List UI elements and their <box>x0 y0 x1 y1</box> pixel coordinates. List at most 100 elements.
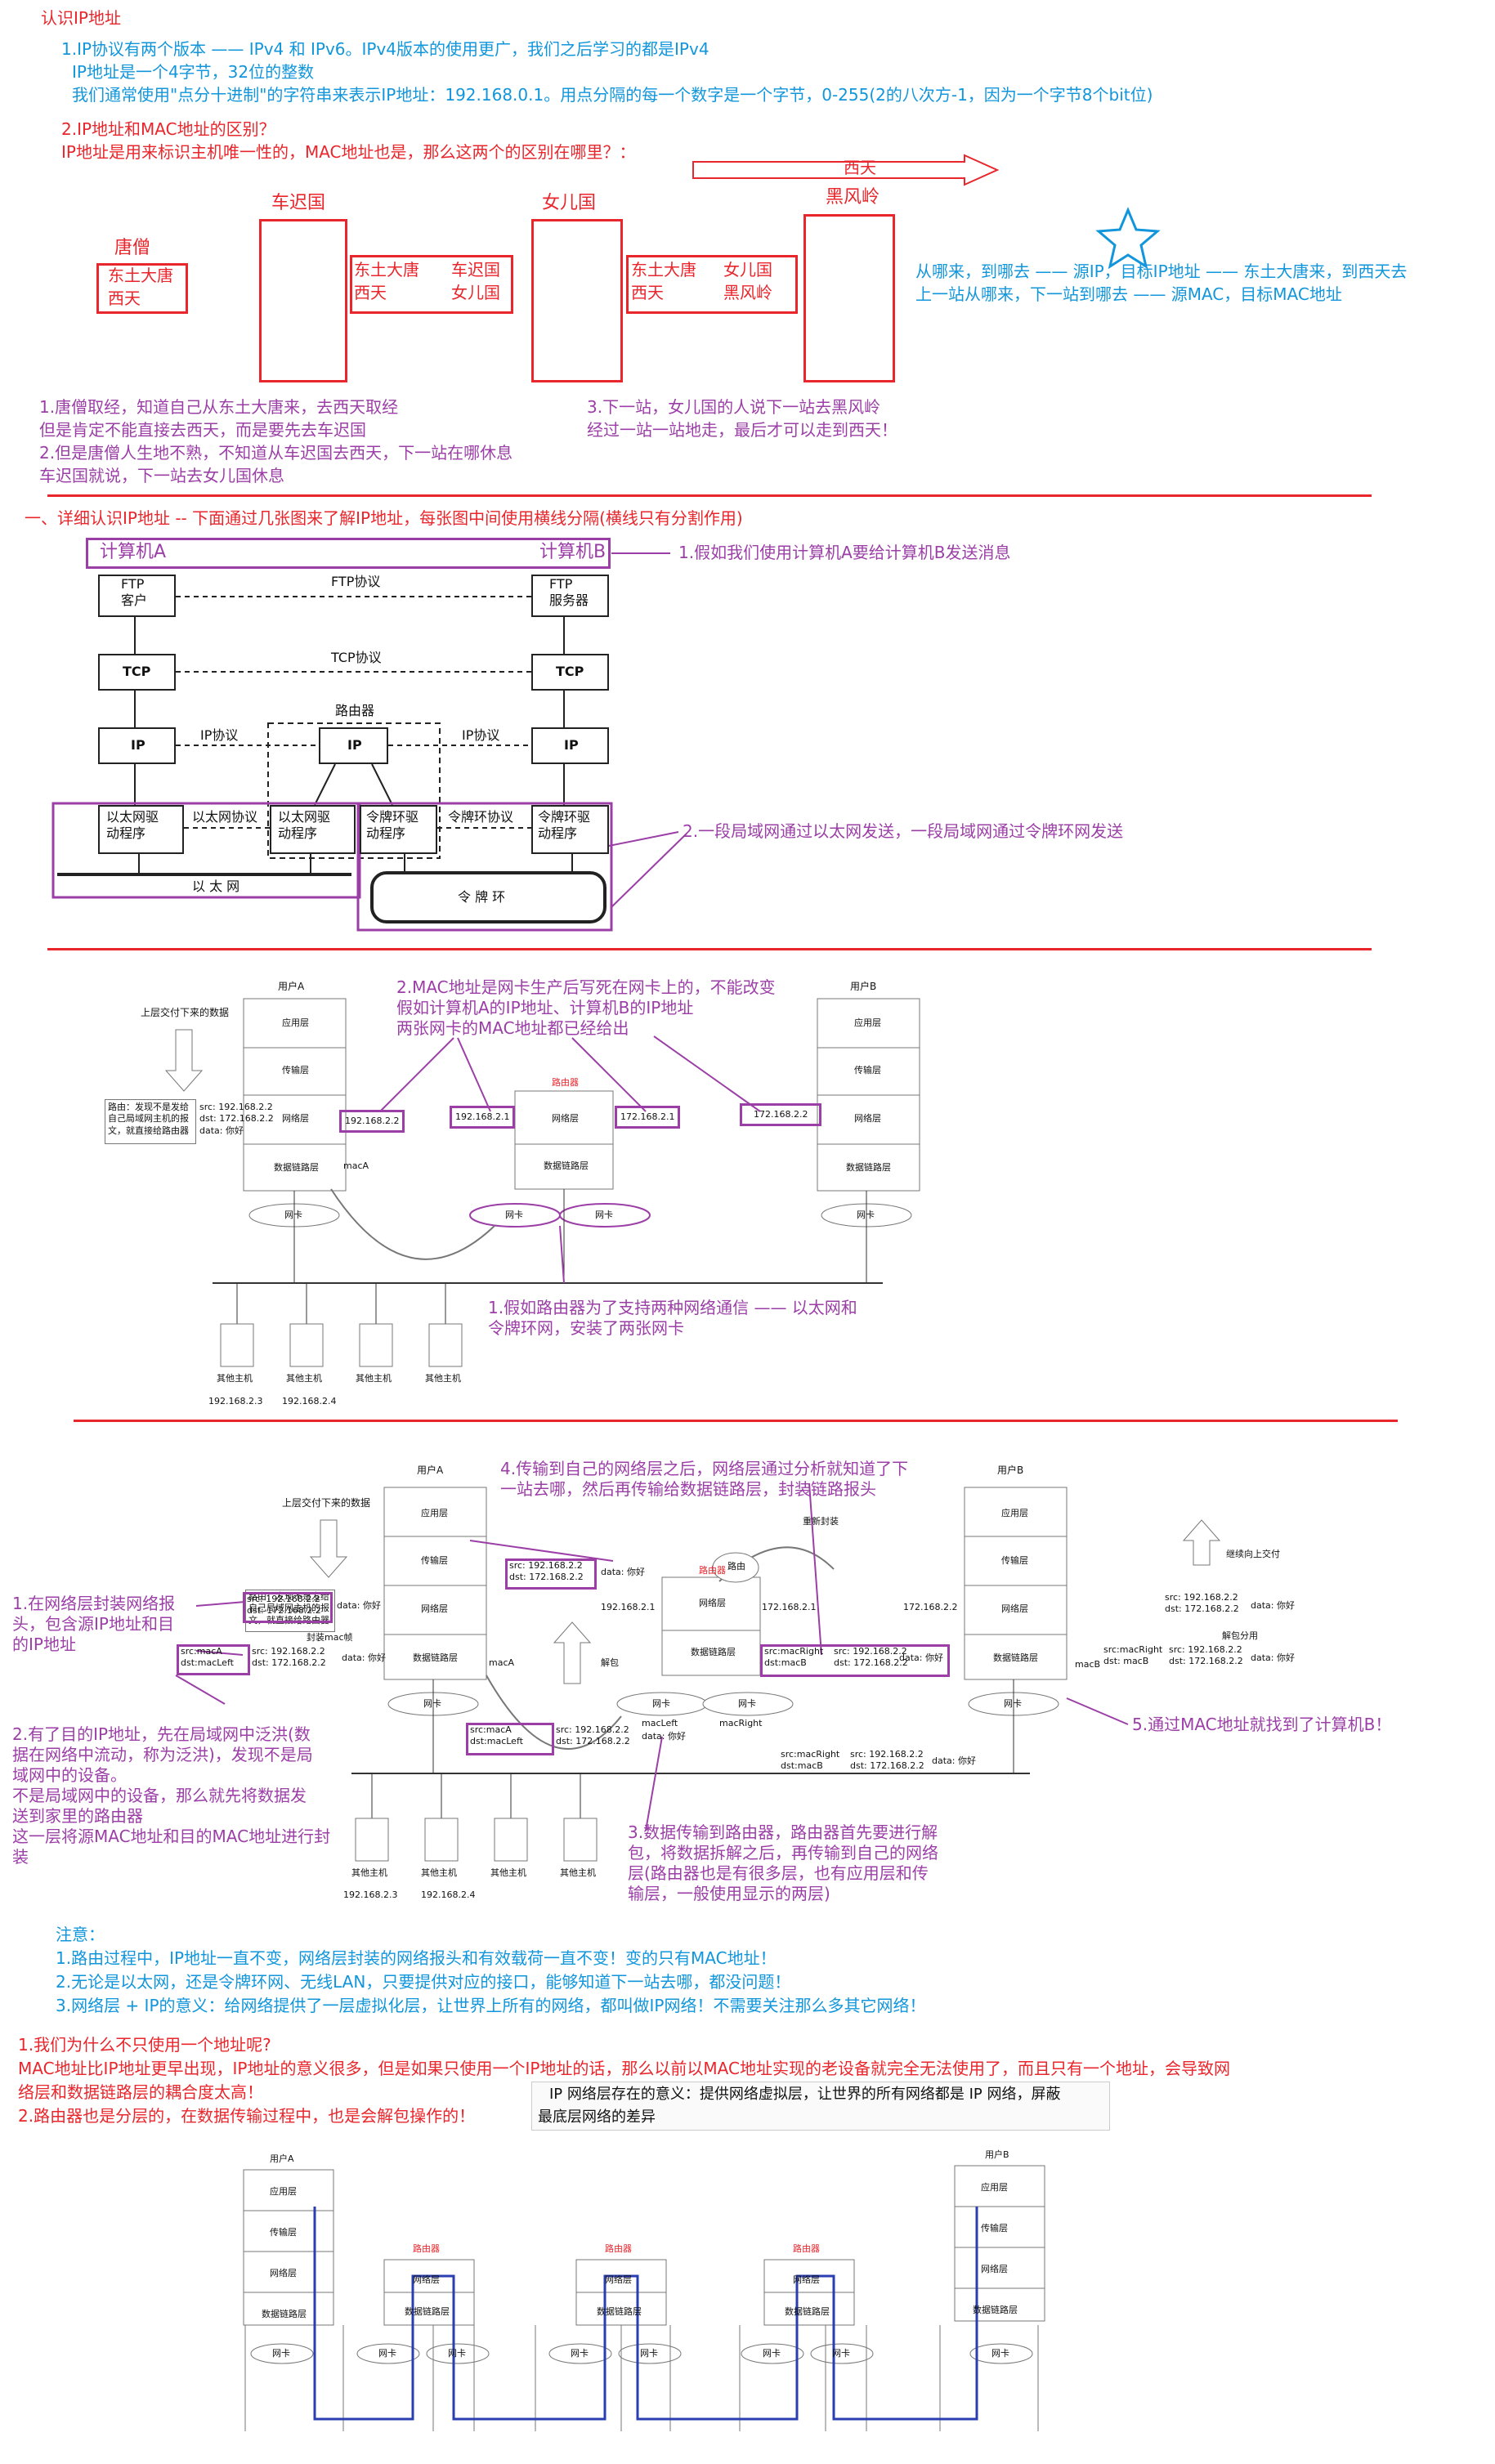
nic: 网卡 <box>1004 1698 1022 1709</box>
host: 其他主机 <box>356 1373 392 1384</box>
unpack: 解包 <box>601 1657 619 1668</box>
note-step-3: 3.数据传输到路由器，路由器首先要进行解 包，将数据拆解之后，再传输到自己的网络… <box>628 1822 938 1903</box>
user-b: 用户B <box>850 981 877 992</box>
user-a: 用户A <box>270 2153 294 2164</box>
ip-a: 192.168.2.2 <box>345 1116 400 1126</box>
ip-r1: 192.168.2.1 <box>601 1602 656 1612</box>
host: 其他主机 <box>490 1867 526 1878</box>
layer-link: 数据链路层 <box>405 2306 450 2317</box>
ftp-client: FTP 客户 <box>121 576 148 608</box>
k2-cell: 黑风岭 <box>723 283 772 302</box>
user-a: 用户A <box>278 981 305 992</box>
pc-b-label: 计算机B <box>539 542 607 562</box>
layer-app: 应用层 <box>854 1017 881 1028</box>
ip-header: src: 192.168.2.2 dst: 172.168.2.2 <box>509 1560 584 1583</box>
ip-header: src: 192.168.2.2 dst: 172.168.2.2 <box>834 1646 908 1669</box>
ftp-server-box <box>531 575 609 617</box>
user-a: 用户A <box>417 1465 444 1476</box>
router-label: 路由器 <box>413 2243 440 2254</box>
router-label: 路由器 <box>605 2243 632 2254</box>
upper-data: 上层交付下来的数据 <box>141 1007 230 1018</box>
layer-link: 数据链路层 <box>691 1647 736 1657</box>
kingdom-2-table <box>626 255 798 314</box>
nic: 网卡 <box>640 2348 658 2359</box>
layer-net: 网络层 <box>1001 1603 1028 1614</box>
layer-link: 数据链路层 <box>597 2306 642 2317</box>
note-send: 1.假如我们使用计算机A要给计算机B发送消息 <box>678 543 1011 562</box>
mac-b: macB <box>1075 1659 1101 1670</box>
ip-proto-left: IP协议 <box>200 727 239 743</box>
intro-line-2: IP地址是一个4字节，32位的整数 <box>72 62 315 82</box>
nic: 网卡 <box>763 2348 781 2359</box>
ip-router: IP <box>347 737 362 753</box>
user-b: 用户B <box>997 1465 1024 1476</box>
ip-a-box <box>98 727 176 764</box>
layer-trans: 传输层 <box>1001 1555 1028 1566</box>
k2-cell: 西天 <box>631 283 664 302</box>
router-in-box <box>505 1558 597 1590</box>
ip-header: src: 192.168.2.2 dst: 172.168.2.2 <box>1165 1592 1239 1615</box>
host: 其他主机 <box>286 1373 322 1384</box>
payload: data: 你好 <box>899 1652 943 1663</box>
ip-header-box <box>243 1592 333 1623</box>
mac-header: src:macRight dst:macB <box>781 1749 840 1772</box>
west-label: 西天 <box>844 158 876 177</box>
mac-a: macA <box>343 1160 369 1171</box>
ftp-proto: FTP协议 <box>331 574 381 589</box>
story-line: 1.唐僧取经，知道自己从东土大唐来，去西天取经 <box>39 397 399 417</box>
payload: data: 你好 <box>932 1755 976 1766</box>
ip-b: 172.168.2.2 <box>903 1602 958 1612</box>
layer-link: 数据链路层 <box>413 1652 458 1663</box>
divider <box>47 948 1372 950</box>
star-note-2: 上一站从哪来，下一站到哪去 —— 源MAC，目标MAC地址 <box>915 284 1342 304</box>
nic: 网卡 <box>505 1210 523 1220</box>
note-mac: 2.MAC地址是网卡生产后写死在网卡上的，不能改变 假如计算机A的IP地址、计算… <box>396 977 776 1038</box>
answer-1: MAC地址比IP地址更早出现，IP地址的意义很多，但是如果只使用一个IP地址的话… <box>18 2059 1230 2078</box>
frame-box-2 <box>760 1644 950 1677</box>
west-arrow-icon <box>692 154 1000 186</box>
ftp-server: FTP 服务器 <box>549 576 589 608</box>
story-line: 但是肯定不能直接去西天，而是要先去车迟国 <box>39 420 366 440</box>
host-ip: 192.168.2.3 <box>208 1396 263 1406</box>
pc-bar <box>86 538 611 569</box>
k1-cell: 西天 <box>354 283 387 302</box>
summary-3: 3.网络层 + IP的意义：给网络提供了一层虚拟化层，让世界上所有的网络，都叫做… <box>56 1996 926 2015</box>
mac-header-box <box>177 1644 250 1675</box>
layer-net: 网络层 <box>413 2274 440 2285</box>
tr-drv-b-box <box>531 805 609 854</box>
divider <box>74 1420 1398 1422</box>
packet-info: src: 192.168.2.2 dst: 172.168.2.2 data: … <box>199 1102 274 1136</box>
k2-cell: 东土大唐 <box>631 260 696 279</box>
kingdom-2-box <box>531 219 623 382</box>
route-note-box <box>245 1590 335 1632</box>
story-line: 3.下一站，女儿国的人说下一站去黑风岭 <box>587 397 881 417</box>
layer-link: 数据链路层 <box>274 1162 319 1173</box>
host: 其他主机 <box>217 1373 253 1384</box>
layer-net: 网络层 <box>552 1113 579 1124</box>
tcp-proto: TCP协议 <box>331 650 382 665</box>
nic: 网卡 <box>738 1698 756 1709</box>
layer-trans: 传输层 <box>270 2227 297 2238</box>
ip-a: IP <box>131 737 145 753</box>
layer-net: 网络层 <box>605 2274 632 2285</box>
tcp-b: TCP <box>556 664 584 679</box>
layer-net: 网络层 <box>270 2268 297 2278</box>
host: 其他主机 <box>421 1867 457 1878</box>
layer-link: 数据链路层 <box>846 1162 891 1173</box>
ip-r2: 172.168.2.1 <box>620 1111 675 1122</box>
layer-link: 数据链路层 <box>785 2306 830 2317</box>
question-2: 2.路由器也是分层的，在数据传输过程中，也是会解包操作的！ <box>18 2106 476 2126</box>
layer-net: 网络层 <box>282 1113 309 1124</box>
payload: data: 你好 <box>601 1567 645 1577</box>
summary-1: 1.路由过程中，IP地址一直不变，网络层封装的网络报头和有效载荷一直不变！变的只… <box>56 1948 777 1968</box>
ip-r1: 192.168.2.1 <box>455 1111 510 1122</box>
layer-net: 网络层 <box>854 1113 881 1124</box>
router-label: 路由器 <box>335 703 375 718</box>
nic: 网卡 <box>272 2348 290 2359</box>
tcp-b-box <box>531 654 609 691</box>
layer-trans: 传输层 <box>421 1555 448 1566</box>
router-label: 路由器 <box>699 1565 726 1576</box>
layer-link: 数据链路层 <box>544 1160 589 1171</box>
